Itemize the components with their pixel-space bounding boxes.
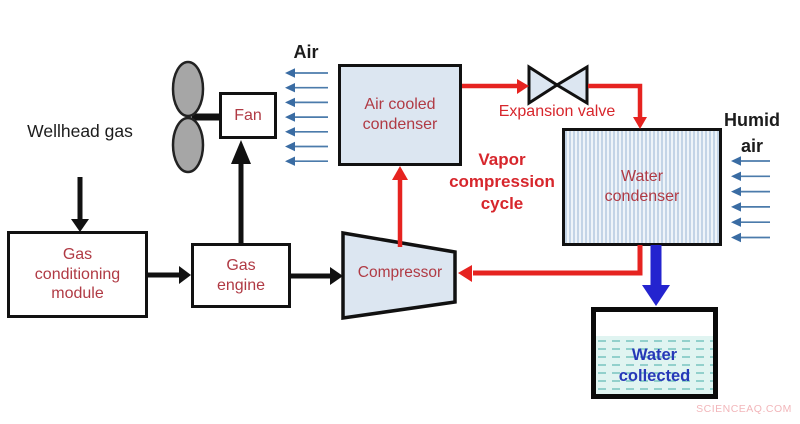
gas-engine-box: Gas engine	[191, 243, 291, 308]
arrowhead-engine-compressor	[330, 267, 343, 285]
water-condenser-label: Water condenser	[604, 168, 680, 205]
arrowhead-engine-fan	[231, 140, 251, 164]
gas-engine-label: Gas engine	[216, 256, 266, 294]
water-collected-label: Water collected	[618, 346, 691, 385]
expansion-valve-icon	[527, 64, 589, 106]
air-label: Air	[293, 42, 319, 62]
fan-label: Fan	[234, 106, 262, 124]
arrowhead-module-engine	[179, 266, 191, 284]
vapor-compression-cycle-label: Vapor compression cycle	[449, 150, 555, 213]
humid-air-arrows-right	[731, 156, 770, 243]
humid-air-arrow-head	[731, 186, 741, 197]
air-arrows-left	[285, 68, 328, 166]
fan-box: Fan	[219, 92, 277, 139]
arrowhead-to-compressor	[458, 265, 472, 282]
fan-blade-top	[171, 60, 205, 118]
humid-air-arrow-head	[731, 202, 741, 212]
arrowhead-to-valve	[517, 79, 529, 94]
gas-conditioning-module-box: Gas conditioning module	[7, 231, 148, 318]
wellhead-gas-label: Wellhead gas	[27, 121, 133, 141]
fan-blade-bottom	[171, 116, 205, 174]
air-arrow-head	[285, 156, 295, 166]
water-arrowhead	[642, 285, 670, 306]
humid-air-arrow-head	[731, 171, 741, 181]
valve-right-triangle	[554, 64, 589, 106]
water-condenser-box: Water condenser	[562, 128, 722, 246]
air-arrow-head	[285, 97, 295, 108]
valve-left-triangle	[527, 64, 560, 106]
gas-conditioning-module-label: Gas conditioning module	[34, 246, 121, 303]
water-dash-pattern	[598, 340, 713, 390]
air-cooled-condenser-box: Air cooled condenser	[338, 64, 462, 166]
watermark: SCIENCEAQ.COM	[696, 403, 792, 415]
arrowhead-to-aircondenser	[392, 166, 408, 180]
water-collected-box: Water collected	[591, 307, 718, 399]
air-arrow-head	[285, 127, 295, 137]
compressor-label: Compressor	[357, 264, 443, 281]
water-outlet-arrow	[642, 245, 670, 306]
air-arrow-head	[285, 141, 295, 152]
arrow-watercondenser-to-compressor	[473, 245, 643, 276]
air-arrow-head	[285, 68, 295, 78]
expansion-valve-label: Expansion valve	[498, 103, 616, 120]
air-cooled-condenser-label: Air cooled condenser	[362, 96, 438, 133]
water-surface	[596, 336, 713, 394]
humid-air-label: Humid air	[724, 110, 780, 157]
fan-propeller-icon	[171, 60, 219, 174]
humid-air-arrow-head	[731, 217, 741, 227]
air-arrow-head	[285, 112, 295, 122]
air-arrow-head	[285, 83, 295, 93]
humid-air-arrow-head	[731, 232, 741, 243]
